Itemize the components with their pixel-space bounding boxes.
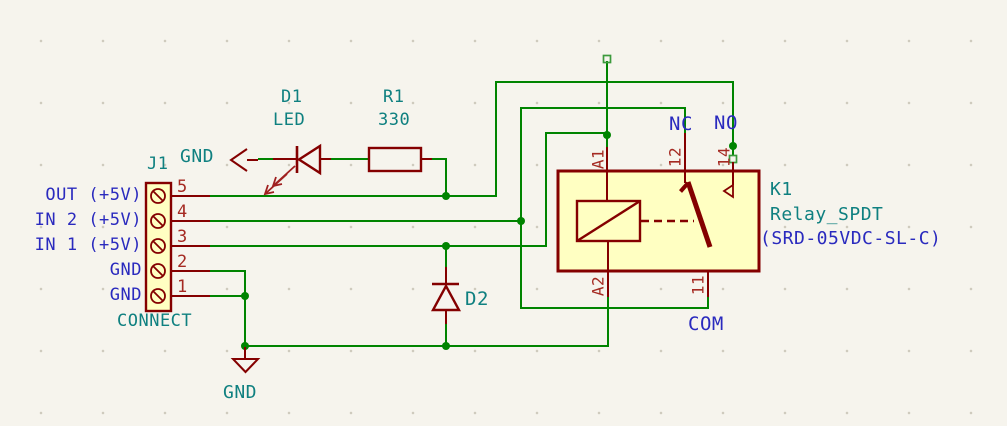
relay-switch-blade xyxy=(685,181,713,248)
connector-pin-stubs[interactable] xyxy=(171,195,210,297)
junction-dot xyxy=(442,342,450,350)
junction-dot xyxy=(603,131,611,139)
relay-ref[interactable]: K1 xyxy=(770,179,793,200)
relay-pin-name-14: 14 xyxy=(714,146,734,168)
wire-in1-to-a1[interactable] xyxy=(210,132,608,247)
relay-com-label[interactable]: COM xyxy=(688,313,724,335)
junction-dot xyxy=(517,217,525,225)
pin-number-4: 4 xyxy=(177,202,188,222)
diode-d2-symbol[interactable] xyxy=(430,267,462,324)
led-ref[interactable]: D1 xyxy=(281,87,303,107)
relay-part-number[interactable]: (SRD-05VDC-SL-C) xyxy=(760,228,942,249)
pin-number-2: 2 xyxy=(177,252,188,272)
resistor-value[interactable]: 330 xyxy=(378,110,411,130)
led-value[interactable]: LED xyxy=(273,110,306,130)
junction-dot xyxy=(241,342,249,350)
junction-dot xyxy=(442,192,450,200)
relay-pin-name-a2: A2 xyxy=(588,275,608,297)
relay-blade-hook xyxy=(679,181,690,193)
screw-terminals xyxy=(150,188,166,304)
screw-terminal-icon xyxy=(150,188,166,204)
screw-terminal-icon xyxy=(150,213,166,229)
wire-gnd-bus[interactable] xyxy=(245,297,609,347)
relay-k1-symbol[interactable] xyxy=(556,133,761,297)
pin-number-5: 5 xyxy=(177,177,188,197)
relay-pin-name-12: 12 xyxy=(665,146,685,168)
connector-j1-symbol[interactable] xyxy=(144,181,210,313)
gnd-symbol-label[interactable]: GND xyxy=(223,382,258,403)
gnd-flag-symbol[interactable] xyxy=(229,148,258,172)
gnd-triangle-icon xyxy=(230,358,261,374)
screw-terminal-icon xyxy=(150,238,166,254)
pin-number-3: 3 xyxy=(177,227,188,247)
wire-nc-com-bus[interactable] xyxy=(520,107,709,309)
connector-ref[interactable]: J1 xyxy=(147,154,169,174)
pin-number-1: 1 xyxy=(177,277,188,297)
wire-r1-branch[interactable] xyxy=(432,158,447,196)
open-end-square xyxy=(602,54,612,64)
net-label-gnd1[interactable]: GND xyxy=(109,285,142,305)
gnd-flag-arrow-icon xyxy=(229,148,248,172)
junction-dot xyxy=(729,142,737,150)
relay-no-contact-icon xyxy=(722,183,734,199)
net-label-in1[interactable]: IN 1 (+5V) xyxy=(34,235,142,255)
led-emission-arrows-icon xyxy=(263,165,296,196)
net-label-out[interactable]: OUT (+5V) xyxy=(45,185,142,205)
relay-pin-name-11: 11 xyxy=(688,274,708,296)
diode-triangle xyxy=(430,283,462,312)
connector-value[interactable]: CONNECT xyxy=(117,311,193,331)
wire-gnd2[interactable] xyxy=(210,270,246,346)
relay-nc-label[interactable]: NC xyxy=(669,113,693,135)
junction-dot xyxy=(442,242,450,250)
relay-coil-diagonal xyxy=(576,199,641,243)
led-d1-symbol[interactable] xyxy=(263,143,331,196)
junction-dots xyxy=(241,131,737,350)
screw-terminal-icon xyxy=(150,288,166,304)
relay-value[interactable]: Relay_SPDT xyxy=(770,204,884,225)
net-label-in2[interactable]: IN 2 (+5V) xyxy=(34,210,142,230)
junction-dot xyxy=(241,292,249,300)
gnd-flag-label[interactable]: GND xyxy=(180,146,215,167)
gnd-power-symbol[interactable] xyxy=(230,347,261,374)
wire-out-to-no[interactable] xyxy=(210,81,734,197)
resistor-r1-symbol[interactable] xyxy=(367,146,432,173)
relay-no-label[interactable]: NO xyxy=(714,112,738,134)
resistor-body[interactable] xyxy=(367,146,423,173)
screw-terminal-icon xyxy=(150,263,166,279)
relay-pin-name-a1: A1 xyxy=(588,148,608,170)
diode-ref[interactable]: D2 xyxy=(465,288,489,310)
resistor-ref[interactable]: R1 xyxy=(383,87,405,107)
net-label-gnd2[interactable]: GND xyxy=(109,260,142,280)
led-triangle xyxy=(296,143,322,176)
